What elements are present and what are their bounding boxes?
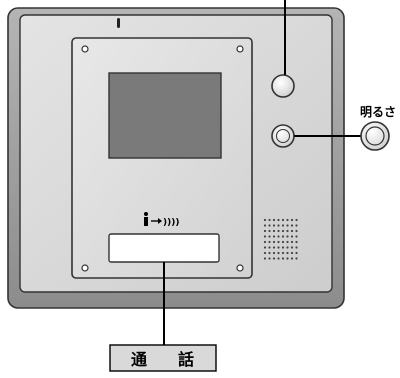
speaker-hole [268, 240, 271, 244]
speaker-hole [286, 246, 289, 249]
speaker-hole [272, 229, 276, 233]
speaker-hole [281, 257, 285, 260]
speaker-hole [268, 257, 271, 260]
speaker-hole [277, 229, 280, 233]
speaker-hole [263, 235, 267, 238]
speaker-hole [290, 235, 294, 238]
speaker-hole [286, 240, 289, 244]
speaker-hole [281, 246, 285, 249]
speaker-hole [263, 218, 267, 222]
speaker-hole [263, 257, 267, 260]
speaker-hole [268, 224, 271, 227]
speaker-hole [295, 224, 298, 227]
speaker-hole [281, 235, 285, 238]
speaker-hole [286, 257, 289, 260]
speaker-hole [290, 240, 294, 244]
brightness-button-enlarged-ring [365, 126, 385, 146]
speaker-hole [281, 229, 285, 233]
top-button[interactable] [271, 74, 295, 98]
speaker-hole [277, 218, 280, 222]
speaker-hole [286, 224, 289, 227]
speaker-hole [263, 251, 267, 255]
speaker-hole [286, 251, 289, 255]
speaker-hole [277, 257, 280, 260]
speaker-hole [263, 224, 267, 227]
speaker-hole [290, 246, 294, 249]
speaker-hole [272, 224, 276, 227]
speaker-hole [272, 257, 276, 260]
speaker-hole [295, 235, 298, 238]
speaker-hole [277, 224, 280, 227]
speaker-hole [290, 229, 294, 233]
speaker-hole [286, 229, 289, 233]
speaker-hole [268, 218, 271, 222]
speaker-hole [263, 246, 267, 249]
speaker-hole [272, 218, 276, 222]
speaker-hole [272, 251, 276, 255]
speaker-hole [268, 229, 271, 233]
speaker-hole [295, 246, 298, 249]
speaker-hole [286, 218, 289, 222]
screw-icon [81, 45, 89, 53]
brightness-label: 明るさ [360, 105, 396, 119]
talk-label-box [109, 344, 217, 372]
speaker-grille [263, 218, 298, 260]
speaker-hole [290, 224, 294, 227]
mic-symbol: )))) [163, 218, 179, 228]
speaker-hole [290, 251, 294, 255]
speaker-hole [268, 235, 271, 238]
speaker-hole [286, 235, 289, 238]
info-sound-icon: )))) [144, 212, 179, 228]
speaker-hole [290, 218, 294, 222]
speaker-hole [277, 246, 280, 249]
speaker-hole [277, 251, 280, 255]
brightness-button-ring [276, 129, 290, 143]
speaker-hole [263, 240, 267, 244]
speaker-hole [277, 235, 280, 238]
brightness-button-enlarged [360, 121, 390, 151]
speaker-hole [290, 257, 294, 260]
camera-indicator [117, 18, 120, 28]
speaker-hole [295, 240, 298, 244]
speaker-hole [281, 251, 285, 255]
call-button[interactable] [108, 233, 220, 263]
video-screen [108, 72, 222, 159]
speaker-hole [295, 229, 298, 233]
speaker-hole [295, 257, 298, 260]
speaker-hole [272, 235, 276, 238]
speaker-hole [268, 251, 271, 255]
brightness-button[interactable] [271, 124, 295, 148]
speaker-hole [263, 229, 267, 233]
speaker-hole [272, 240, 276, 244]
talk-label-right: 話 [178, 350, 194, 369]
speaker-hole [268, 246, 271, 249]
speaker-hole [281, 240, 285, 244]
screw-icon [81, 264, 89, 272]
speaker-hole [295, 218, 298, 222]
speaker-hole [272, 246, 276, 249]
screw-icon [236, 264, 244, 272]
screw-icon [236, 45, 244, 53]
talk-label-left: 通 [131, 350, 147, 369]
speaker-hole [281, 224, 285, 227]
speaker-hole [281, 218, 285, 222]
speaker-hole [277, 240, 280, 244]
speaker-hole [295, 251, 298, 255]
